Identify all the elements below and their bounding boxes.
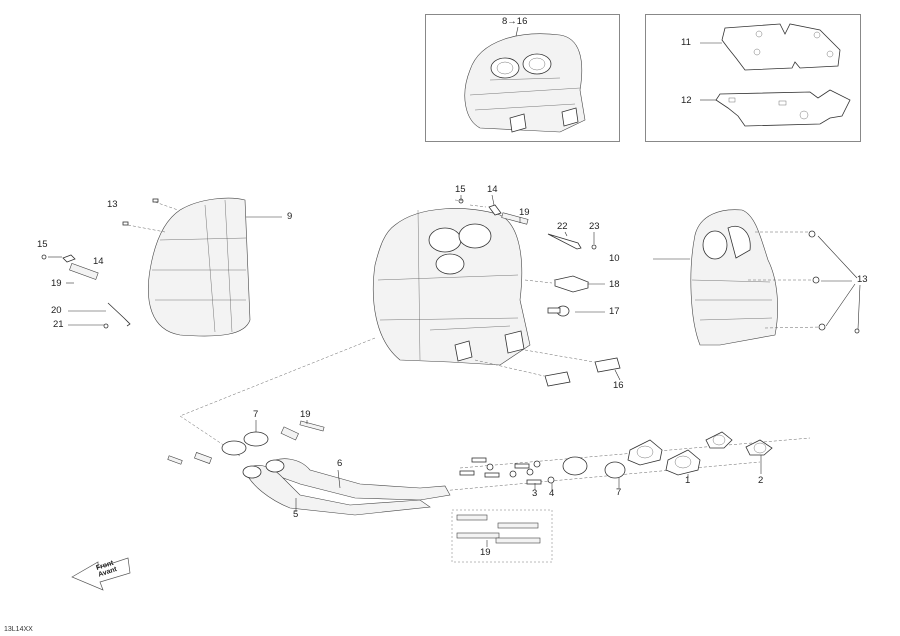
springs-kit-drawing xyxy=(451,509,553,563)
callout-1: 1 xyxy=(685,475,691,486)
muffler-assembly-inset xyxy=(425,14,620,142)
callout-13-right: 13 xyxy=(857,274,868,285)
callout-19-kit: 19 xyxy=(480,547,491,558)
callout-17: 17 xyxy=(609,306,620,317)
callout-11: 11 xyxy=(681,37,691,48)
callout-2: 2 xyxy=(758,475,764,486)
callout-20: 20 xyxy=(51,305,62,316)
left-heat-shield-drawing xyxy=(41,197,282,337)
callout-19-left: 19 xyxy=(51,278,62,289)
right-heat-shield-drawing xyxy=(653,209,861,346)
callout-9: 9 xyxy=(287,211,293,222)
gaskets-inset-drawing xyxy=(700,23,851,127)
callout-23: 23 xyxy=(589,221,600,232)
callout-8-16: 8→16 xyxy=(502,16,528,27)
callout-22: 22 xyxy=(557,221,568,232)
callout-10: 10 xyxy=(609,253,620,264)
callout-16: 16 xyxy=(613,380,624,391)
callout-19-pipes: 19 xyxy=(300,409,311,420)
callout-14-left: 14 xyxy=(93,256,104,267)
callout-19-center: 19 xyxy=(519,207,530,218)
muffler-drawing xyxy=(373,194,621,387)
callout-4: 4 xyxy=(549,488,555,499)
callout-21: 21 xyxy=(53,319,64,330)
callout-14-center: 14 xyxy=(487,184,498,195)
callout-15-left: 15 xyxy=(37,239,48,250)
callout-6: 6 xyxy=(337,458,343,469)
callout-3: 3 xyxy=(532,488,538,499)
callout-15-center: 15 xyxy=(455,184,466,195)
drawing-code: 13L14XX xyxy=(4,626,33,633)
front-arrow-drawing xyxy=(71,557,131,591)
callout-7-left: 7 xyxy=(253,409,259,420)
callout-13-left: 13 xyxy=(107,199,118,210)
muffler-assembly-inset-drawing xyxy=(464,26,586,133)
exhaust-pipes-drawing xyxy=(167,420,451,516)
callout-18: 18 xyxy=(609,279,620,290)
gaskets-inset xyxy=(645,14,861,142)
callout-5: 5 xyxy=(293,509,299,520)
callout-12: 12 xyxy=(681,95,692,106)
flange-hardware-drawing xyxy=(459,431,773,490)
callout-7-right: 7 xyxy=(616,487,622,498)
